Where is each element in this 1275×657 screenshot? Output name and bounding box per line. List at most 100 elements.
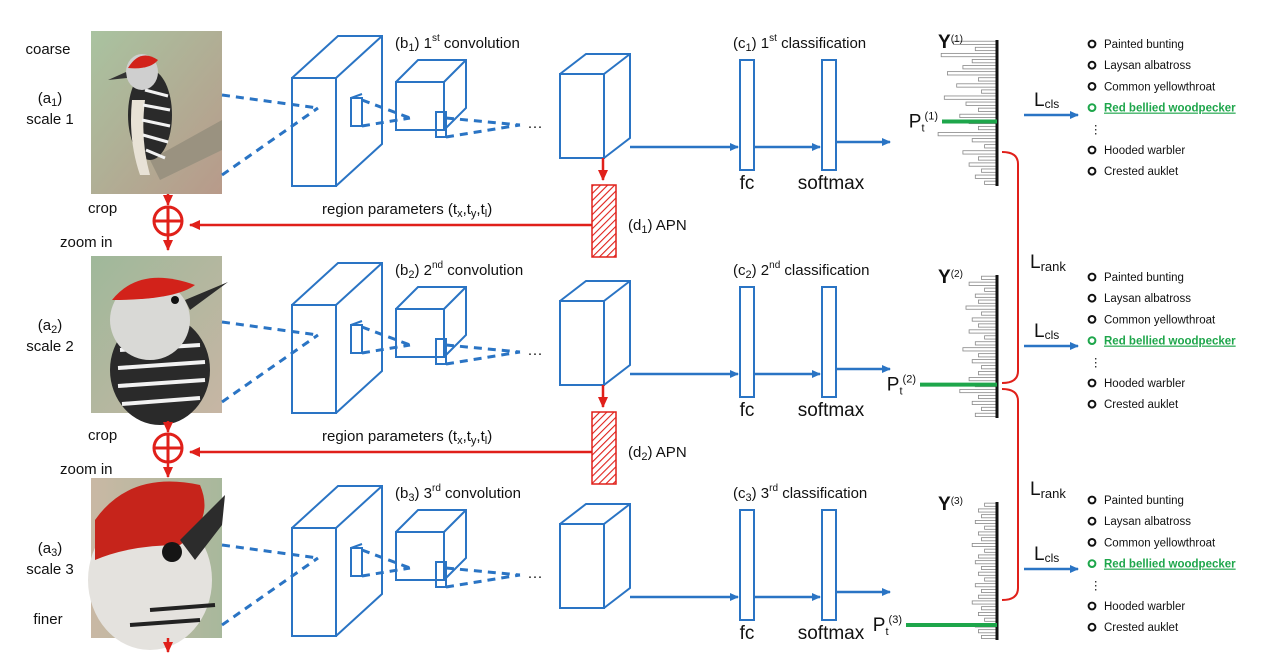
prob-bar — [968, 329, 998, 334]
prob-bar — [978, 531, 998, 536]
kernel-dashed-line — [361, 325, 411, 347]
prob-bar — [984, 287, 998, 292]
apn-block — [591, 411, 617, 485]
class-bullet — [1087, 538, 1097, 547]
scale-side-label: coarse — [25, 41, 70, 58]
softmax-layer — [821, 286, 837, 398]
kernel-square — [350, 324, 363, 354]
prob-bar — [981, 635, 998, 639]
kernel-dashed-line — [361, 548, 411, 570]
prob-bar — [984, 335, 998, 340]
region-params-label: region parameters (tx,ty,tl) — [322, 428, 492, 447]
apn-label: (d2) APN — [628, 444, 687, 463]
prob-bar — [978, 554, 998, 559]
prob-bar — [974, 520, 998, 524]
receptive-field-dashed-line — [221, 106, 319, 177]
prob-bar — [984, 577, 998, 582]
kernel-dashed-line — [361, 98, 411, 120]
prob-bar — [959, 113, 998, 118]
softmax-label: softmax — [798, 400, 865, 421]
prob-bar — [981, 606, 998, 611]
class-label: Laysan albatross — [1104, 293, 1191, 305]
prob-bar — [978, 299, 998, 304]
prob-bar — [978, 612, 998, 616]
rank-loss-bracket — [1001, 388, 1019, 601]
prob-bar — [981, 365, 998, 370]
fc-label: fc — [740, 400, 755, 421]
target-class-label: Red bellied woodpecker — [1104, 103, 1236, 115]
prob-bar — [974, 412, 998, 417]
prob-bar — [981, 406, 998, 411]
kernel-dashed-line — [445, 343, 521, 354]
conv-block-final — [559, 280, 631, 386]
kernel-dashed-line — [361, 116, 411, 128]
class-bullet — [1087, 145, 1097, 155]
scale-label: scale 1 — [26, 111, 74, 128]
convolution-label: (b1) 1st convolution — [395, 33, 520, 54]
class-label: Laysan albatross — [1104, 516, 1191, 528]
prob-bar — [968, 162, 998, 167]
kernel-dashed-line — [445, 123, 521, 139]
classification-label: (c3) 3rd classification — [733, 483, 867, 504]
prob-bar — [984, 548, 998, 553]
class-bullet — [1087, 601, 1097, 611]
target-prob-label: Pt(1) — [909, 111, 938, 135]
receptive-field-dashed-line — [221, 320, 319, 337]
prob-bar — [943, 95, 998, 100]
prob-bar — [978, 77, 998, 82]
prob-bar — [981, 589, 998, 593]
class-bullet — [1087, 495, 1097, 505]
convolution-label: (b2) 2nd convolution — [395, 260, 523, 281]
prob-bar — [981, 514, 998, 519]
conv-block-medium — [395, 509, 467, 581]
scale-label: scale 2 — [26, 338, 74, 355]
softmax-layer — [821, 509, 837, 621]
class-label: ⋮ — [1090, 357, 1102, 369]
kernel-dashed-line — [445, 350, 521, 366]
zoom-in-label: zoom in — [60, 234, 113, 251]
prob-vector-label: Y(3) — [938, 494, 963, 515]
conv-block-large — [291, 485, 383, 637]
prob-bar — [981, 311, 998, 316]
kernel-square — [435, 338, 447, 365]
apn-label: (d1) APN — [628, 217, 687, 236]
crop-label: crop — [88, 200, 117, 217]
class-label: Hooded warbler — [1104, 601, 1185, 613]
prob-bar — [971, 543, 998, 547]
class-label: Crested auklet — [1104, 399, 1179, 411]
prob-bar — [984, 525, 998, 530]
fc-layer — [739, 286, 755, 398]
receptive-field-dashed-line — [221, 93, 319, 110]
scale-index-label: (a1) — [38, 90, 62, 109]
zoom-in-label: zoom in — [60, 461, 113, 478]
prob-bar — [971, 138, 998, 143]
class-label: Crested auklet — [1104, 622, 1179, 634]
prob-bar — [965, 305, 998, 310]
class-bullet — [1087, 60, 1097, 70]
class-bullet — [1087, 166, 1097, 176]
prob-bar — [978, 594, 998, 599]
class-bullet — [1087, 272, 1097, 282]
prob-bar — [971, 600, 998, 605]
fc-layer — [739, 509, 755, 621]
crop-label: crop — [88, 427, 117, 444]
prob-bar — [984, 617, 998, 622]
softmax-label: softmax — [798, 173, 865, 194]
prob-bar — [968, 281, 998, 286]
softmax-label: softmax — [798, 623, 865, 644]
kernel-dashed-line — [445, 566, 521, 577]
kernel-square — [435, 561, 447, 588]
prob-bar — [974, 583, 998, 588]
prob-bar — [981, 537, 998, 542]
class-label: Hooded warbler — [1104, 378, 1185, 390]
prob-vector-label: Y(2) — [938, 267, 963, 288]
target-prob-label: Pt(3) — [873, 614, 902, 638]
apn-block — [591, 184, 617, 258]
prob-bar — [971, 59, 998, 64]
prob-bar — [959, 388, 998, 394]
prob-bar — [978, 371, 998, 376]
scale-side-label: finer — [33, 611, 62, 628]
fc-label: fc — [740, 173, 755, 194]
class-bullet — [1087, 559, 1097, 568]
prob-bar — [984, 180, 998, 185]
